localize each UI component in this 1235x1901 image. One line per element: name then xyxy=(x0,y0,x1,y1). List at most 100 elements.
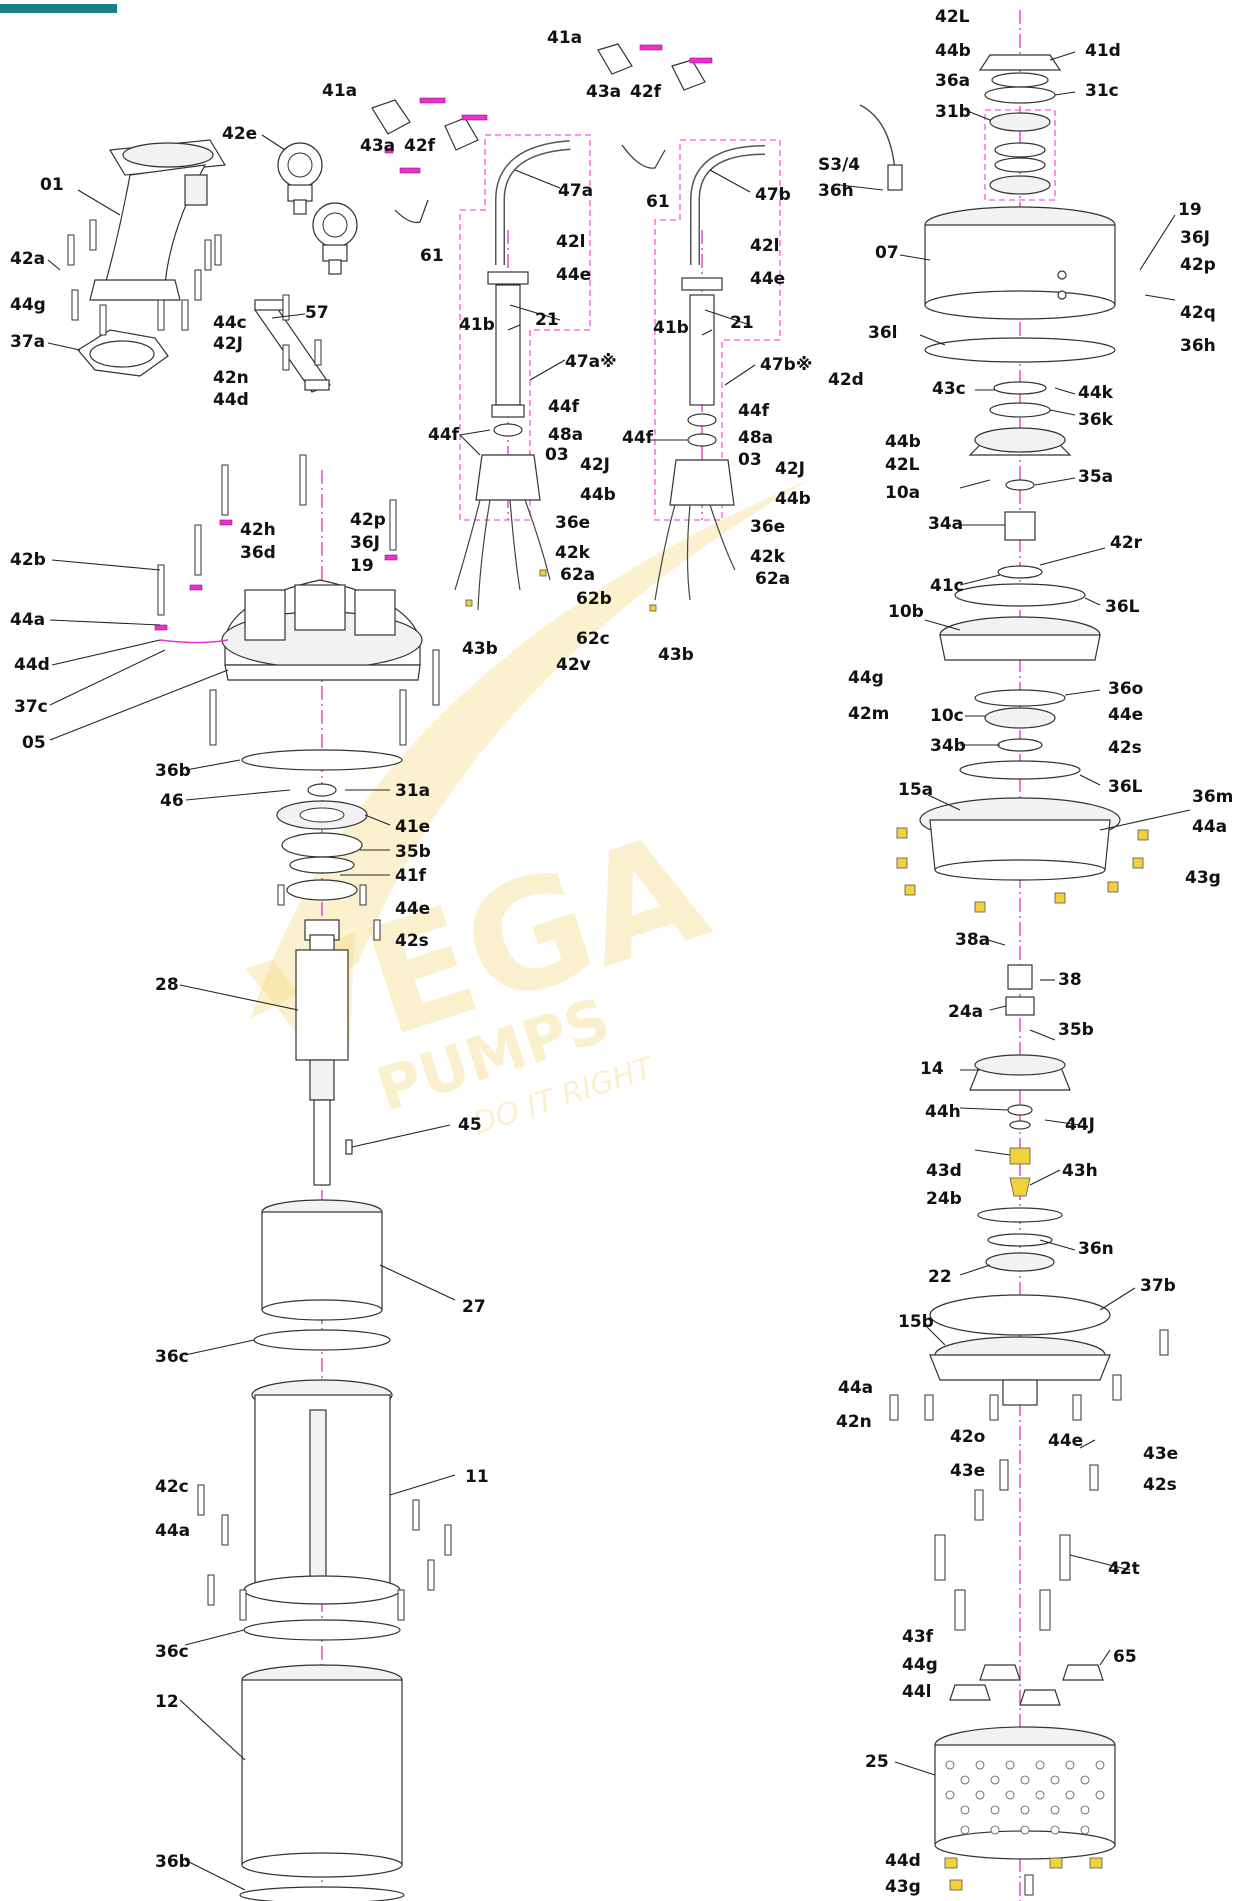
label-42n-b: 42n xyxy=(836,1412,872,1432)
cable-assembly-47b xyxy=(649,139,781,612)
leader-lines xyxy=(47,51,1191,1891)
label-42s-c: 42s xyxy=(1143,1475,1177,1495)
label-07: 07 xyxy=(875,243,899,263)
part-36l-oring xyxy=(924,337,1116,363)
label-43a-left: 43a xyxy=(360,136,395,156)
label-36b-a: 36b xyxy=(155,761,191,781)
label-25: 25 xyxy=(865,1752,889,1772)
hardware-yellow-caps xyxy=(896,827,1149,913)
label-05: 05 xyxy=(22,733,46,753)
part-37b-gasket xyxy=(929,1294,1111,1336)
label-48a-a: 48a xyxy=(548,425,583,445)
part-10b-seal-housing xyxy=(939,616,1101,661)
label-44l: 44l xyxy=(902,1682,931,1702)
bolts-bearing xyxy=(277,884,381,941)
label-62b: 62b xyxy=(576,589,612,609)
label-44b-d: 44b xyxy=(885,432,921,452)
label-10b: 10b xyxy=(888,602,924,622)
label-62a-b: 62a xyxy=(755,569,790,589)
label-24a: 24a xyxy=(948,1002,983,1022)
part-05-motor-cover xyxy=(221,579,423,681)
part-S34-sensor-lead xyxy=(859,104,896,171)
label-21-a: 21 xyxy=(535,310,559,330)
label-47a: 47a xyxy=(558,181,593,201)
label-15a: 15a xyxy=(898,780,933,800)
label-36l: 36l xyxy=(868,323,897,343)
label-44d-a: 44d xyxy=(213,390,249,410)
label-42h: 42h xyxy=(240,520,276,540)
label-36m: 36m xyxy=(1192,787,1233,807)
label-48a-b: 48a xyxy=(738,428,773,448)
label-42J-b: 42J xyxy=(580,455,610,475)
label-47b: 47b xyxy=(755,185,791,205)
label-44a-d: 44a xyxy=(838,1378,873,1398)
label-43e-b: 43e xyxy=(1143,1444,1178,1464)
label-44c: 44c xyxy=(213,313,247,333)
label-36d: 36d xyxy=(240,543,276,563)
label-41c: 41c xyxy=(930,576,964,596)
label-44b-c: 44b xyxy=(935,41,971,61)
label-43g-b: 43g xyxy=(885,1877,921,1897)
label-37a: 37a xyxy=(10,332,45,352)
label-44e-b: 44e xyxy=(556,265,591,285)
label-46: 46 xyxy=(160,791,184,811)
label-01: 01 xyxy=(40,175,64,195)
rotor-stack xyxy=(241,749,403,1186)
accent-bar xyxy=(0,4,117,13)
bolts-elbow xyxy=(67,219,322,371)
label-42o: 42o xyxy=(950,1427,985,1447)
label-36b-b: 36b xyxy=(155,1852,191,1872)
label-42k-a: 42k xyxy=(555,543,591,563)
part-36b-oring-bottom xyxy=(239,1886,405,1901)
label-42l-a: 42l xyxy=(556,232,585,252)
label-44e-c: 44e xyxy=(750,269,785,289)
label-44b-b: 44b xyxy=(775,489,811,509)
part-01-discharge-elbow xyxy=(89,139,227,301)
label-27: 27 xyxy=(462,1297,486,1317)
right-lower-seals xyxy=(959,689,1081,780)
label-61-left: 61 xyxy=(420,246,444,266)
label-15b: 15b xyxy=(898,1312,934,1332)
part-61-clip-right xyxy=(621,144,666,169)
label-44J: 44J xyxy=(1065,1115,1095,1135)
label-36h-b: 36h xyxy=(1180,336,1216,356)
label-43f: 43f xyxy=(902,1627,934,1647)
label-42b: 42b xyxy=(10,550,46,570)
label-31a: 31a xyxy=(395,781,430,801)
label-61-right: 61 xyxy=(646,192,670,212)
label-42p-a: 42p xyxy=(350,510,386,530)
label-44e-d: 44e xyxy=(1108,705,1143,725)
label-36n: 36n xyxy=(1078,1239,1114,1259)
bolts-right-lower xyxy=(889,1329,1169,1631)
cable-assembly-47a xyxy=(454,134,591,611)
label-44a-a: 44a xyxy=(10,610,45,630)
label-42v: 42v xyxy=(556,655,591,675)
label-42d: 42d xyxy=(828,370,864,390)
part-36c-oring-b xyxy=(243,1619,401,1641)
label-44d-b: 44d xyxy=(14,655,50,675)
label-22: 22 xyxy=(928,1267,952,1287)
label-42a: 42a xyxy=(10,249,45,269)
label-36c-a: 36c xyxy=(155,1347,189,1367)
part-41a-brackets-left xyxy=(371,97,488,224)
label-36c-b: 36c xyxy=(155,1642,189,1662)
label-31c: 31c xyxy=(1085,81,1119,101)
label-36L-a: 36L xyxy=(1105,597,1140,617)
right-upper-stack xyxy=(978,54,1062,201)
label-19-a: 19 xyxy=(350,556,374,576)
label-44g-c: 44g xyxy=(902,1655,938,1675)
label-41a-center: 41a xyxy=(547,28,582,48)
label-44a-b: 44a xyxy=(155,1521,190,1541)
label-28: 28 xyxy=(155,975,179,995)
label-31b: 31b xyxy=(935,102,971,122)
label-03-b: 03 xyxy=(738,450,762,470)
label-36J-a: 36J xyxy=(350,533,380,553)
label-44f-b: 44f xyxy=(428,425,460,445)
label-44k: 44k xyxy=(1078,383,1114,403)
label-42s-b: 42s xyxy=(1108,738,1142,758)
label-47b-note: 47b※ xyxy=(760,355,812,375)
label-42q: 42q xyxy=(1180,303,1216,323)
label-36o: 36o xyxy=(1108,679,1143,699)
sensor-plug xyxy=(887,164,903,191)
